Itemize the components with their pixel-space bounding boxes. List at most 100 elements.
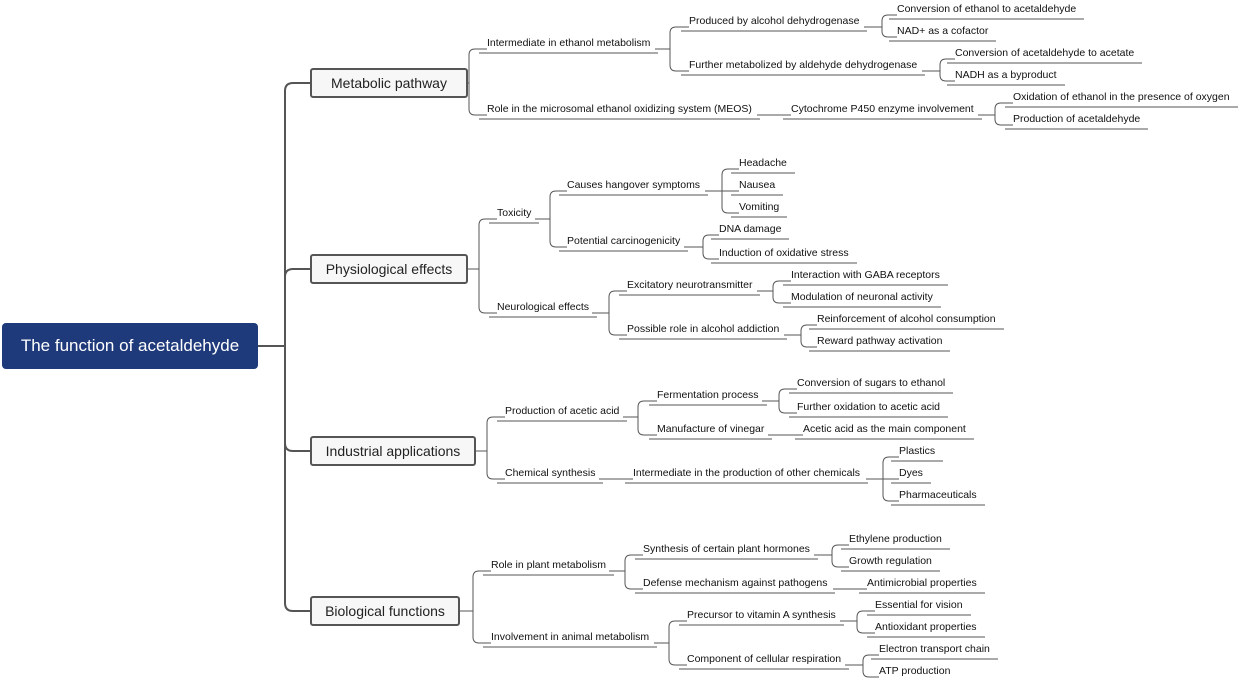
topic-node[interactable]: Involvement in animal metabolism [491, 631, 650, 643]
connector-line [845, 654, 879, 666]
topic-node[interactable]: Neurological effects [497, 301, 590, 313]
connector-line [592, 290, 627, 314]
connector-line [654, 620, 687, 644]
topic-node[interactable]: Precursor to vitamin A synthesis [687, 609, 836, 621]
connector-line [840, 620, 875, 634]
topic-node[interactable]: Toxicity [497, 207, 532, 219]
topic-node[interactable]: Cytochrome P450 enzyme involvement [791, 103, 974, 115]
topic-node[interactable]: Interaction with GABA receptors [791, 269, 940, 281]
connector-line [592, 312, 627, 336]
topic-node[interactable]: Intermediate in the production of other … [633, 467, 861, 479]
connector-line [684, 234, 719, 248]
connector-line [623, 416, 657, 436]
connector-line [814, 554, 849, 568]
topic-node[interactable]: Role in plant metabolism [491, 559, 606, 571]
connector-line [978, 114, 1013, 126]
connector-line [866, 456, 899, 480]
topic-node[interactable]: Conversion of sugars to ethanol [797, 377, 946, 389]
topic-node[interactable]: Dyes [899, 467, 923, 479]
topic-node[interactable]: ATP production [879, 665, 951, 677]
connector-line [468, 218, 497, 270]
topic-node[interactable]: Vomiting [739, 201, 780, 213]
topic-node[interactable]: Antioxidant properties [875, 621, 977, 633]
connector-line [757, 280, 791, 292]
branch-biological-functions[interactable]: Biological functions [310, 596, 460, 626]
connector-line [845, 664, 879, 678]
topic-node[interactable]: Further oxidation to acetic acid [797, 401, 940, 413]
branch-physiological-effects[interactable]: Physiological effects [310, 254, 468, 284]
connector-line [468, 82, 487, 116]
topic-node[interactable]: NADH as a byproduct [955, 69, 1057, 81]
topic-node[interactable]: Production of acetic acid [505, 405, 620, 417]
connector-line [757, 290, 791, 304]
connector-line [655, 48, 689, 72]
topic-node[interactable]: Antimicrobial properties [867, 577, 977, 589]
topic-node[interactable]: Potential carcinogenicity [567, 235, 681, 247]
connector-line [784, 324, 817, 336]
topic-node[interactable]: Manufacture of vinegar [657, 423, 765, 435]
connector-line [978, 102, 1013, 116]
topic-node[interactable]: Modulation of neuronal activity [791, 291, 933, 303]
topic-node[interactable]: Conversion of ethanol to acetaldehyde [897, 3, 1077, 15]
topic-node[interactable]: Induction of oxidative stress [719, 247, 849, 259]
connector-line [762, 400, 797, 414]
topic-node[interactable]: Role in the microsomal ethanol oxidizing… [487, 103, 752, 115]
topic-node[interactable]: Further metabolized by aldehyde dehydrog… [689, 59, 918, 71]
topic-node[interactable]: Intermediate in ethanol metabolism [487, 37, 651, 49]
branch-metabolic-pathway[interactable]: Metabolic pathway [310, 68, 468, 98]
root-connector [258, 345, 310, 612]
topic-node[interactable]: Defense mechanism against pathogens [643, 577, 828, 589]
branch-label: Physiological effects [325, 261, 453, 277]
topic-node[interactable]: Excitatory neurotransmitter [627, 279, 753, 291]
connector-line [705, 168, 739, 192]
connector-line [623, 400, 657, 418]
connector-line [535, 218, 567, 248]
topic-node[interactable]: Oxidation of ethanol in the presence of … [1013, 91, 1230, 103]
connector-line [460, 610, 491, 644]
connector-line [864, 14, 897, 28]
topic-node[interactable]: Electron transport chain [879, 643, 990, 655]
root-label: The function of acetaldehyde [20, 336, 240, 355]
root-connector [258, 268, 310, 347]
topic-node[interactable]: Essential for vision [875, 599, 963, 611]
connector-line [609, 554, 643, 572]
connector-line [866, 478, 899, 502]
topic-node[interactable]: Pharmaceuticals [899, 489, 977, 501]
topic-node[interactable]: Possible role in alcohol addiction [627, 323, 780, 335]
connector-line [922, 58, 955, 72]
topic-node[interactable]: Plastics [899, 445, 936, 457]
connector-line [468, 48, 487, 84]
connector-line [609, 570, 643, 590]
connector-line [784, 334, 817, 348]
topic-node[interactable]: NAD+ as a cofactor [897, 25, 989, 37]
topic-node[interactable]: Nausea [739, 179, 776, 191]
topic-node[interactable]: Causes hangover symptoms [567, 179, 701, 191]
topic-node[interactable]: Synthesis of certain plant hormones [643, 543, 810, 555]
connector-line [814, 544, 849, 556]
branch-label: Metabolic pathway [331, 75, 447, 91]
topic-node[interactable]: Fermentation process [657, 389, 759, 401]
topic-node[interactable]: Reinforcement of alcohol consumption [817, 313, 996, 325]
topic-node[interactable]: Growth regulation [849, 555, 932, 567]
topic-node[interactable]: DNA damage [719, 223, 782, 235]
topic-node[interactable]: Production of acetaldehyde [1013, 113, 1141, 125]
topic-node[interactable]: Headache [739, 157, 787, 169]
root-connector [258, 82, 310, 347]
connector-line [535, 190, 567, 220]
topic-node[interactable]: Chemical synthesis [505, 467, 596, 479]
topic-node[interactable]: Reward pathway activation [817, 335, 943, 347]
topic-node[interactable]: Component of cellular respiration [687, 653, 842, 665]
root-node[interactable]: The function of acetaldehyde [2, 323, 258, 369]
connector-line [684, 246, 719, 260]
branch-label: Biological functions [325, 603, 445, 619]
connector-line [468, 268, 497, 314]
topic-node[interactable]: Produced by alcohol dehydrogenase [689, 15, 860, 27]
connector-line [864, 26, 897, 38]
topic-node[interactable]: Acetic acid as the main component [803, 423, 966, 435]
connector-line [476, 416, 505, 452]
topic-node[interactable]: Conversion of acetaldehyde to acetate [955, 47, 1135, 59]
branch-industrial-applications[interactable]: Industrial applications [310, 436, 476, 466]
topic-node[interactable]: Ethylene production [849, 533, 942, 545]
